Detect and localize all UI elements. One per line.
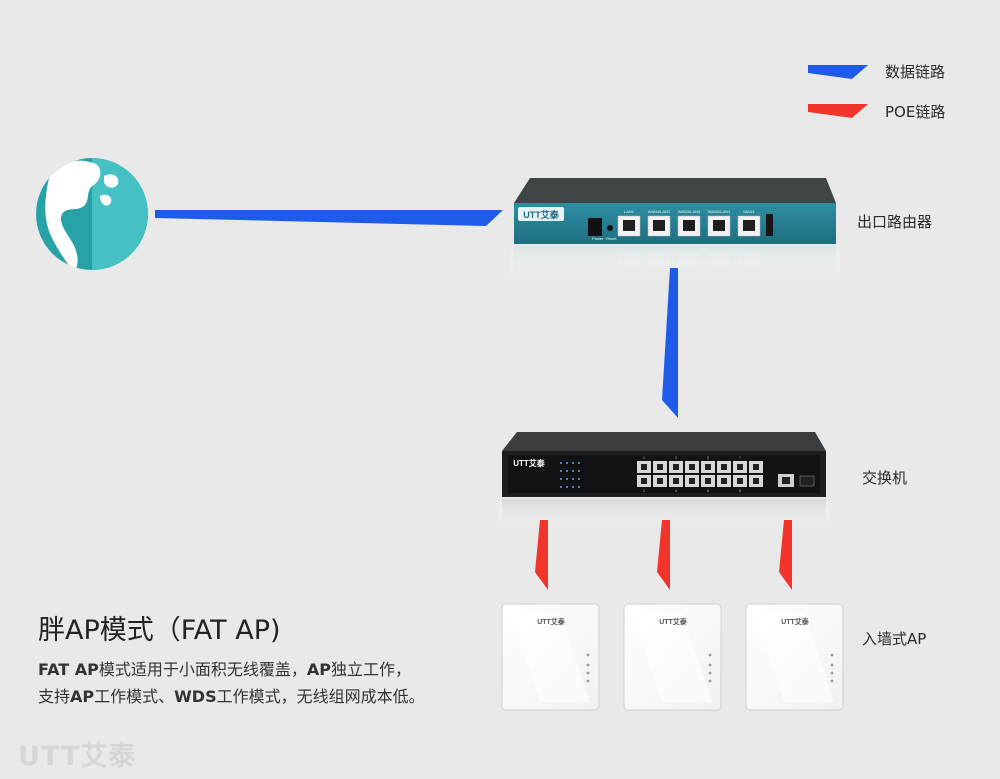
data-link-arrow-router-switch [662,268,678,418]
caption-text: 工作模式、 [94,687,175,706]
caption-text: 工作模式，无线组网成本低。 [216,687,425,706]
switch-label: 交换机 [862,469,908,487]
switch-port-numbers: 1 3 5 7 2 4 6 8 [643,456,741,493]
caption-text: WDS [174,687,217,706]
caption-text: FAT AP [38,660,99,679]
ap-label: 入墙式AP [862,630,927,648]
switch-port-number: 5 [707,456,709,460]
wall-ap-2: UTT艾泰 [623,603,722,711]
switch-port-number: 8 [739,489,741,493]
legend-data-arrow [808,65,868,79]
legend-poe-arrow [808,104,868,118]
poe-link-arrow-3 [779,520,792,590]
caption-line-2: 支持AP工作模式、WDS工作模式，无线组网成本低。 [38,683,425,710]
ap-brand-logo: UTT艾泰 [659,617,688,626]
router-ports: LAN1 WAN4/LAN2 WAN3/LAN3 WAN2/LAN4 WAN1 [617,209,761,237]
switch-ports [637,461,763,487]
caption-line-1: FAT AP模式适用于小面积无线覆盖，AP独立工作， [38,656,425,683]
ap-brand-logo: UTT艾泰 [781,617,810,626]
switch-device: UTT艾泰 1 3 5 7 2 4 6 8 [498,432,830,525]
legend [808,65,868,118]
switch-port-number: 3 [675,456,677,460]
wall-ap-3: UTT艾泰 [745,603,844,711]
switch-port-number: 2 [643,489,645,493]
router-port-label: WAN1 [743,209,755,214]
switch-port-number: 1 [643,456,645,460]
router-device: UTT艾泰 Power Reset LAN1 WAN4/LAN2 WAN3/LA… [510,178,840,278]
router-port-label: WAN3/LAN3 [678,209,701,214]
switch-leds [560,462,580,488]
poe-link-arrow-1 [535,520,548,590]
switch-port-number: 7 [739,456,741,460]
router-port-label: WAN2/LAN4 [708,209,731,214]
legend-data-link-label: 数据链路 [885,63,946,81]
caption-text: 独立工作， [330,660,411,679]
router-label: 出口路由器 [857,213,933,231]
poe-link-arrow-2 [657,520,670,590]
router-reset-label: Reset [606,236,617,241]
caption-text: AP [306,660,331,679]
switch-port-number: 6 [707,489,709,493]
router-brand-logo: UTT艾泰 [523,209,559,220]
ap-brand-logo: UTT艾泰 [537,617,566,626]
caption-text: 模式适用于小面积无线覆盖， [98,660,307,679]
caption-text: AP [70,687,95,706]
router-power-label: Power [592,236,604,241]
router-port-label: WAN4/LAN2 [648,209,671,214]
caption-title: 胖AP模式（FAT AP) [38,615,281,646]
caption-description: FAT AP模式适用于小面积无线覆盖，AP独立工作， 支持AP工作模式、WDS工… [38,656,425,710]
internet-globe-icon [36,158,148,270]
data-link-arrow-internet [155,210,503,226]
wall-ap-1: UTT艾泰 [501,603,600,711]
legend-poe-link-label: POE链路 [885,103,946,121]
switch-brand-logo: UTT艾泰 [513,458,546,468]
switch-port-number: 4 [675,489,677,493]
caption-text: 支持 [38,687,71,706]
router-port-label: LAN1 [624,209,635,214]
brand-watermark: UTT艾泰 [18,741,137,772]
